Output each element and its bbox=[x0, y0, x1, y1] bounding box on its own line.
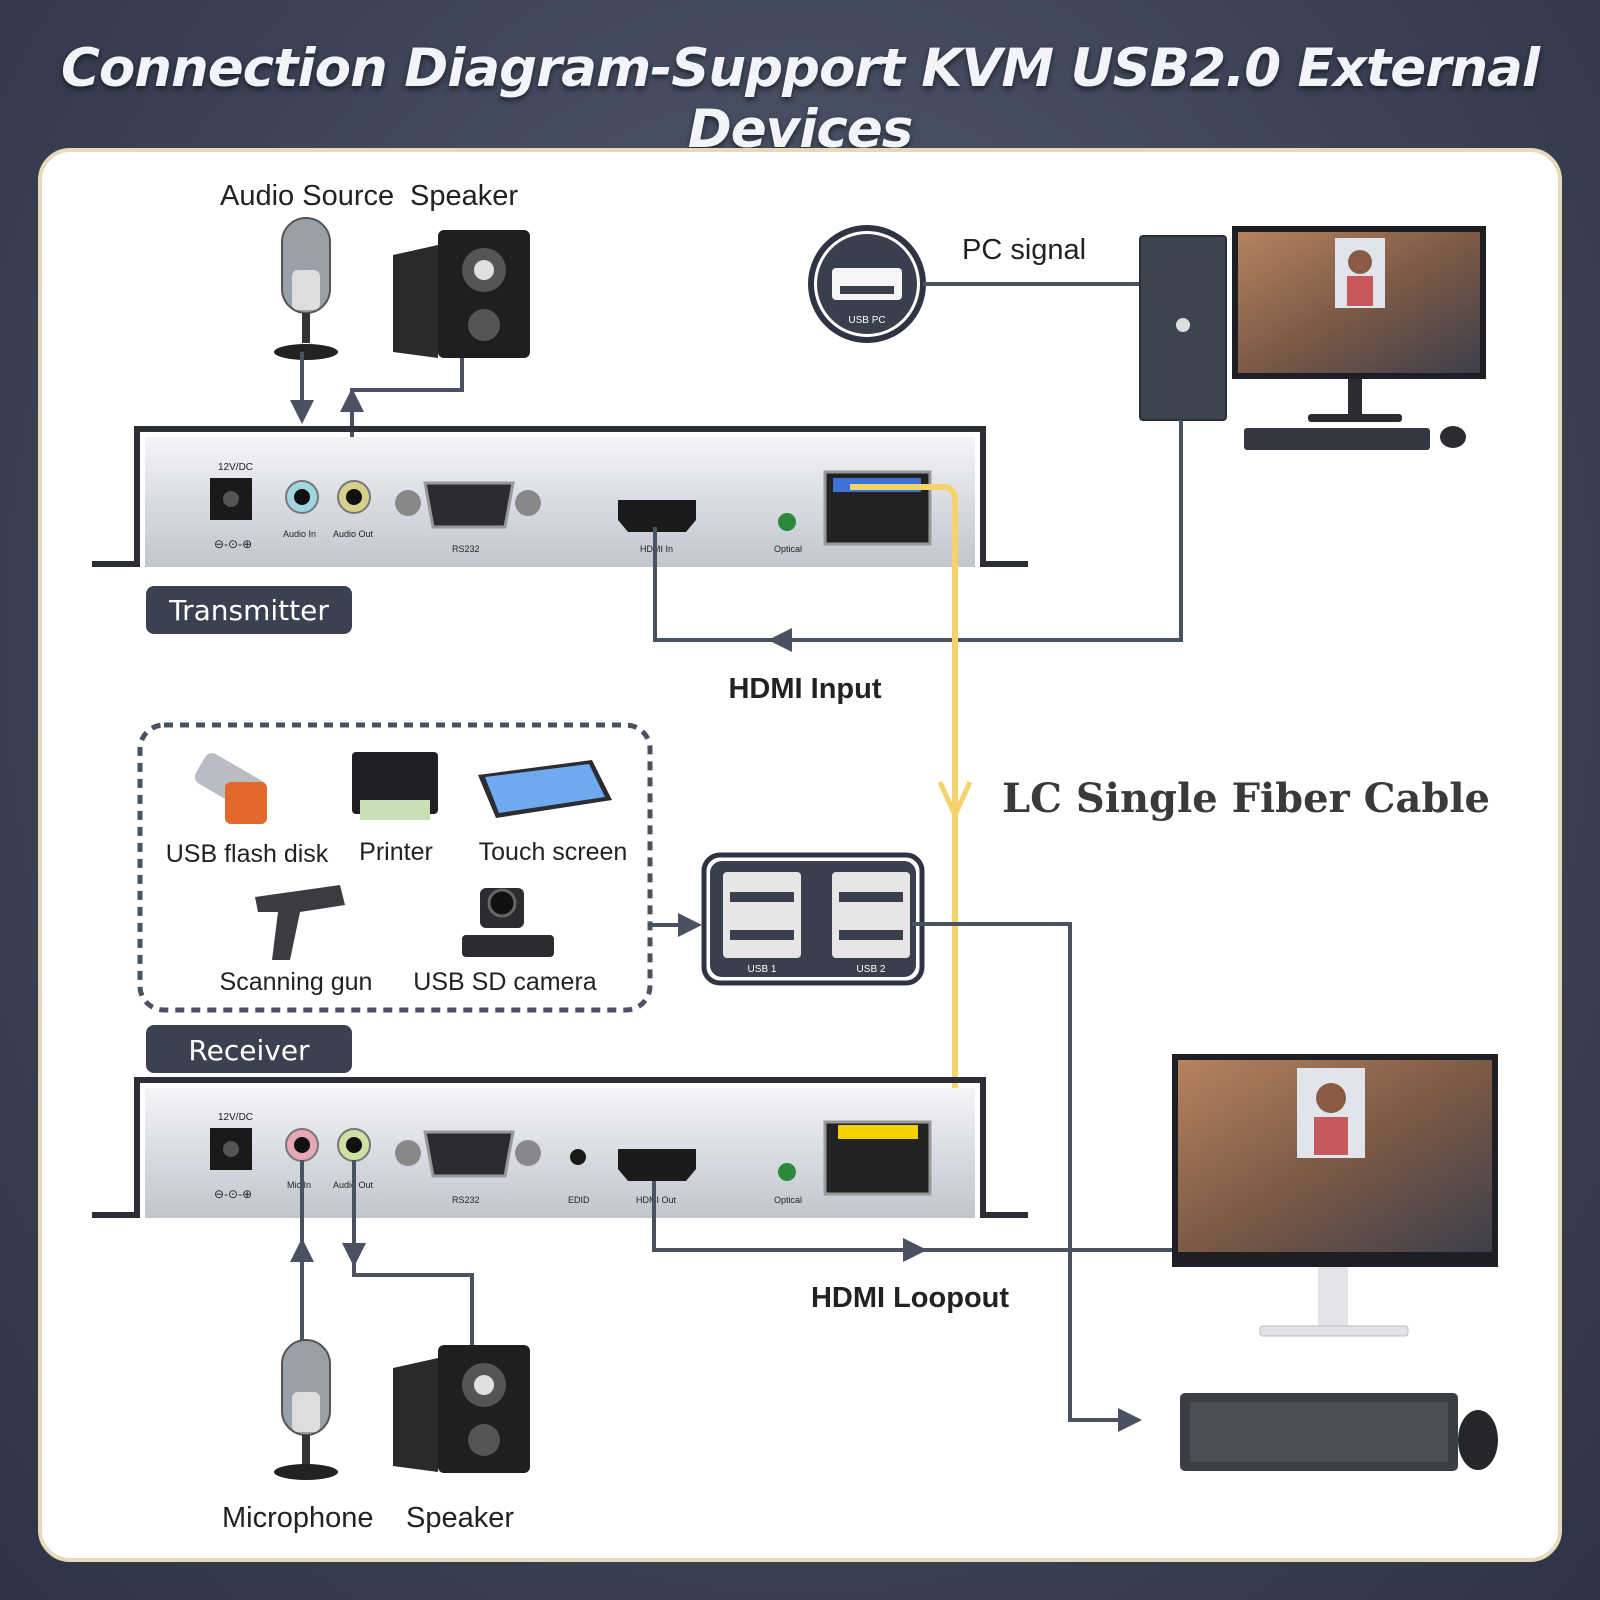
svg-text:⊖-⊙-⊕: ⊖-⊙-⊕ bbox=[214, 537, 252, 551]
page-title: Connection Diagram-Support KVM USB2.0 Ex… bbox=[60, 38, 1540, 160]
usb1-label: USB 1 bbox=[748, 964, 777, 975]
rx-rs232-port bbox=[395, 1130, 541, 1178]
tx-rs232-label: RS232 bbox=[452, 544, 480, 554]
usb-camera-icon bbox=[462, 888, 554, 957]
rx-mic-in-label: Mic In bbox=[287, 1180, 311, 1190]
touch-screen-label: Touch screen bbox=[479, 838, 628, 866]
bottom-mouse-icon bbox=[1458, 1410, 1498, 1470]
audio-source-mic-icon bbox=[274, 217, 338, 360]
bottom-speaker-icon bbox=[393, 1345, 530, 1473]
transmitter-unit: 12V/DC ⊖-⊙-⊕ Audio In Audio Out RS232 HD… bbox=[92, 426, 1028, 567]
top-monitor-icon bbox=[1232, 226, 1486, 422]
tx-audio-in-label: Audio In bbox=[283, 529, 316, 539]
usb-pc-label: USB PC bbox=[848, 315, 885, 326]
bottom-keyboard-icon bbox=[1180, 1393, 1458, 1471]
receiver-usb-ports: USB 1 USB 2 bbox=[701, 852, 925, 986]
rx-edid-button bbox=[570, 1149, 586, 1165]
top-speaker-label: Speaker bbox=[410, 180, 518, 212]
rx-power-label: 12V/DC bbox=[218, 1112, 253, 1123]
rx-edid-label: EDID bbox=[568, 1195, 590, 1205]
tx-audio-out-label: Audio Out bbox=[333, 529, 374, 539]
transmitter-tag-bg bbox=[146, 586, 352, 634]
microphone-icon bbox=[274, 1339, 338, 1480]
svg-text:⊖-⊙-⊕: ⊖-⊙-⊕ bbox=[214, 1187, 252, 1201]
tx-optical-led bbox=[778, 513, 796, 531]
top-speaker-icon bbox=[393, 230, 530, 358]
scanning-gun-icon bbox=[255, 885, 345, 960]
audio-source-label: Audio Source bbox=[220, 180, 394, 212]
touch-screen-icon bbox=[478, 760, 612, 818]
fiber-cable-label: LC Single Fiber Cable bbox=[1002, 775, 1490, 822]
top-keyboard-icon bbox=[1244, 428, 1430, 450]
top-mouse-icon bbox=[1440, 426, 1466, 448]
printer-label: Printer bbox=[359, 838, 433, 866]
tx-rs232-port bbox=[395, 481, 541, 529]
usb-camera-label: USB SD camera bbox=[413, 968, 596, 996]
rx-optical-label: Optical bbox=[774, 1195, 802, 1205]
rx-optical-led bbox=[778, 1163, 796, 1181]
bottom-speaker-label: Speaker bbox=[406, 1502, 514, 1534]
bottom-monitor-icon bbox=[1172, 1054, 1498, 1337]
microphone-label: Microphone bbox=[222, 1502, 374, 1534]
usb-keyboard-cable bbox=[912, 922, 1142, 1432]
receiver-tag-bg bbox=[146, 1025, 352, 1073]
usb-flash-disk-icon bbox=[194, 753, 267, 824]
transmitter-tag: Transmitter bbox=[168, 594, 329, 627]
hdmi-input-label: HDMI Input bbox=[728, 673, 881, 705]
receiver-tag: Receiver bbox=[188, 1034, 310, 1067]
pc-signal-label: PC signal bbox=[962, 234, 1086, 266]
hdmi-loopout-label: HDMI Loopout bbox=[811, 1282, 1009, 1314]
printer-icon bbox=[352, 752, 438, 820]
rx-rs232-label: RS232 bbox=[452, 1195, 480, 1205]
scanning-gun-label: Scanning gun bbox=[220, 968, 373, 996]
rx-hdmi-out-port bbox=[618, 1149, 696, 1181]
tx-power-label: 12V/DC bbox=[218, 462, 253, 473]
usb1-port bbox=[723, 872, 801, 958]
usb2-port bbox=[832, 872, 910, 958]
tx-optical-label: Optical bbox=[774, 544, 802, 554]
tx-hdmi-in-port bbox=[618, 500, 696, 532]
hdmi-loopout-cable bbox=[652, 1181, 1172, 1252]
rx-hdmi-out-label: HDMI Out bbox=[636, 1195, 677, 1205]
hdmi-input-cable bbox=[653, 420, 1183, 642]
usb-devices-group bbox=[137, 722, 653, 1013]
receiver-unit: 12V/DC ⊖-⊙-⊕ Mic In Audio Out RS232 EDID… bbox=[92, 1077, 1028, 1218]
usb-flash-disk-label: USB flash disk bbox=[166, 840, 329, 868]
usb2-label: USB 2 bbox=[857, 964, 886, 975]
